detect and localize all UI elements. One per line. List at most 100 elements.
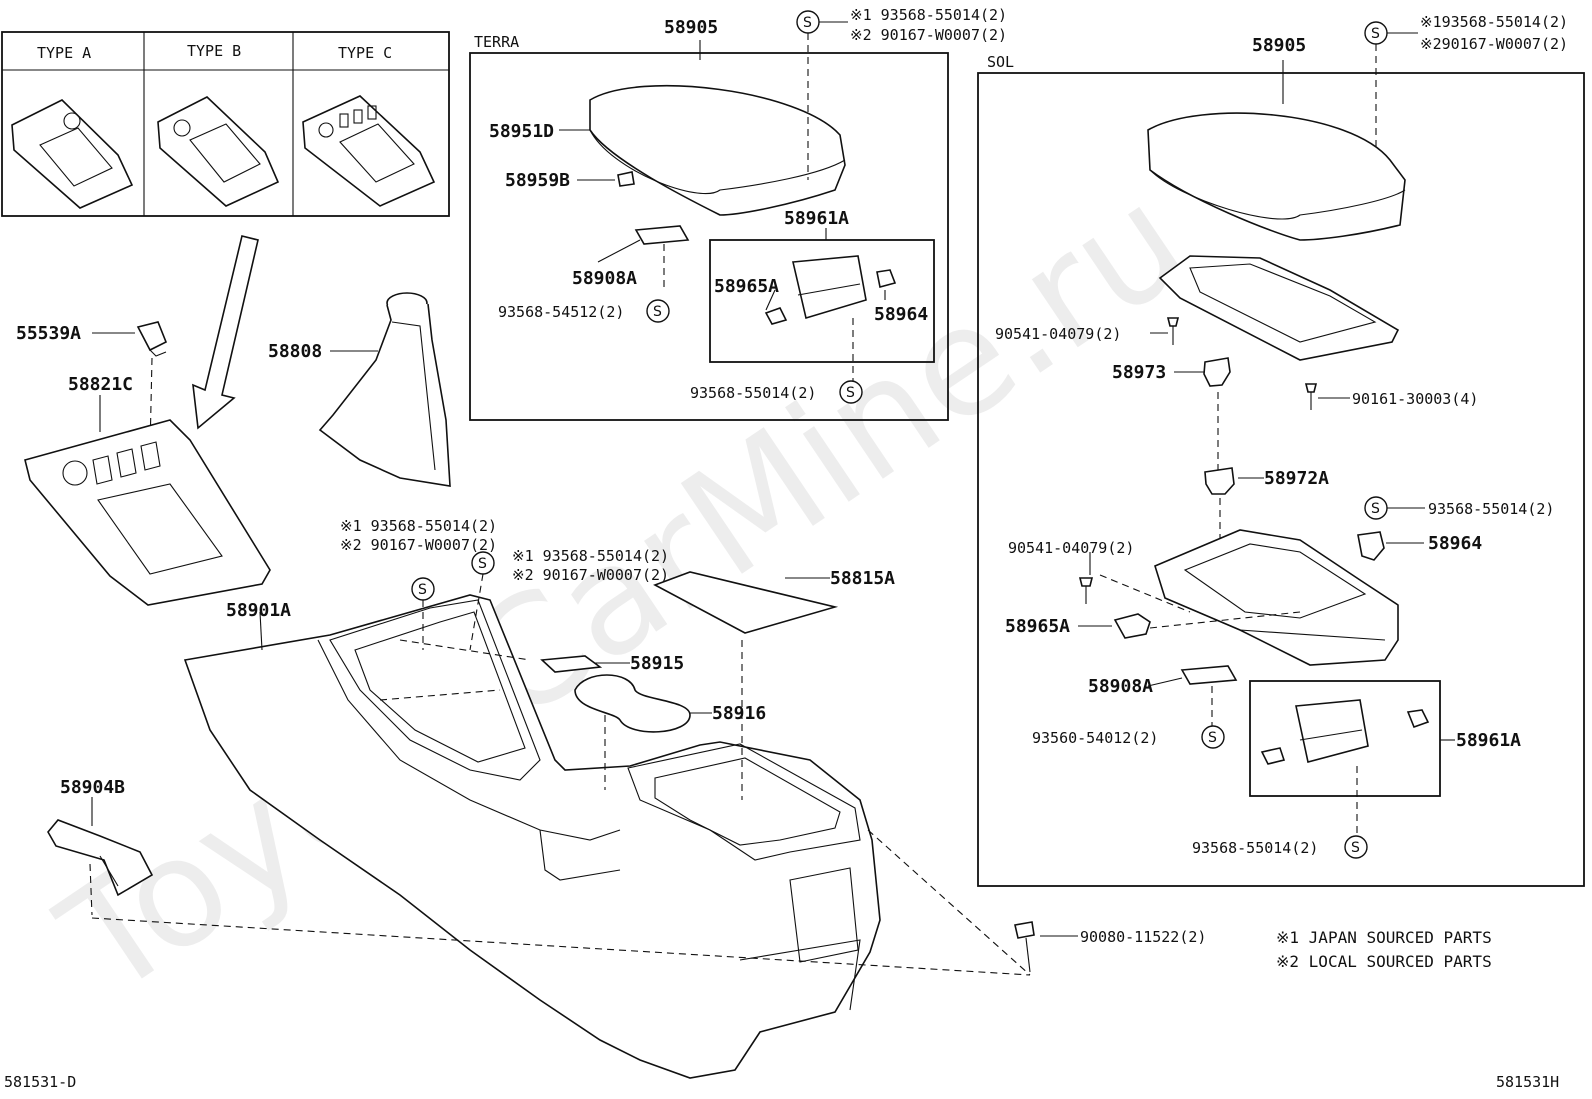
type-table: TYPE A TYPE B TYPE C: [1, 31, 450, 217]
sol-lid-inner-drawing: [1158, 255, 1400, 361]
label-58821C: 58821C: [68, 374, 133, 395]
sol-storage-box-drawing: [1154, 529, 1399, 666]
sol-armrest-lid-drawing: [1147, 112, 1406, 241]
type-b-label: TYPE B: [187, 42, 241, 60]
sol-label-93568-55014-a: 93568-55014(2): [1428, 500, 1554, 518]
sol-top-ref-1: ※193568-55014(2): [1420, 13, 1568, 31]
svg-text:S: S: [478, 556, 487, 572]
part-55539A-drawing: [136, 321, 168, 357]
svg-text:S: S: [1371, 501, 1380, 517]
sol-label-58961A: 58961A: [1456, 730, 1521, 751]
terra-section-box: [469, 52, 949, 421]
label-58815A: 58815A: [830, 568, 895, 589]
label-90080-11522: 90080-11522(2): [1080, 928, 1206, 946]
terra-lock-assembly-drawing: [764, 255, 897, 325]
sol-top-ref-2: ※290167-W0007(2): [1420, 35, 1568, 53]
direction-arrow: [192, 235, 259, 430]
svg-text:S: S: [653, 304, 662, 320]
svg-text:S: S: [1371, 26, 1380, 42]
label-58915: 58915: [630, 653, 684, 674]
label-58916: 58916: [712, 703, 766, 724]
diagram-code-left: 581531-D: [4, 1073, 76, 1091]
mid-ref-2b: ※2 90167-W0007(2): [512, 566, 669, 584]
svg-text:S: S: [418, 582, 427, 598]
svg-text:S: S: [1351, 840, 1360, 856]
sol-part-58964-drawing: [1357, 531, 1385, 561]
part-58815A-drawing: [653, 571, 839, 634]
svg-text:S: S: [1208, 730, 1217, 746]
mid-ref-1a: ※1 93568-55014(2): [340, 517, 497, 535]
terra-label-58961A: 58961A: [784, 208, 849, 229]
label-58901A: 58901A: [226, 600, 291, 621]
terra-label-58905: 58905: [664, 17, 718, 38]
terra-label-58965A: 58965A: [714, 276, 779, 297]
mid-s-symbol-b: S: [471, 551, 495, 575]
terra-label-93568-55014: 93568-55014(2): [690, 384, 816, 402]
sol-label-58973: 58973: [1112, 362, 1166, 383]
terra-label-58959B: 58959B: [505, 170, 570, 191]
type-a-panel-drawing: [11, 99, 134, 209]
terra-top-ref-1: ※1 93568-55014(2): [850, 6, 1007, 24]
part-58821C-drawing: [24, 419, 271, 606]
mid-s-symbol-a: S: [411, 577, 435, 601]
terra-part-58959B-drawing: [617, 171, 635, 187]
type-b-panel-drawing: [157, 96, 280, 207]
mid-ref-1b: ※1 93568-55014(2): [512, 547, 669, 565]
sol-part-58908A-drawing: [1180, 665, 1238, 685]
sol-58961A-sub-box: [1249, 680, 1441, 797]
terra-s-symbol-top: S: [796, 10, 820, 34]
sol-s-symbol-54012: S: [1201, 725, 1225, 749]
part-90080-bolt-drawing: [1014, 921, 1035, 973]
sol-screw-90541-b-drawing: [1078, 577, 1094, 604]
terra-s-symbol-55014: S: [839, 380, 863, 404]
sol-part-58965A-drawing: [1113, 613, 1151, 639]
sol-screw-90161-drawing: [1304, 383, 1318, 410]
sol-label-58908A: 58908A: [1088, 676, 1153, 697]
terra-label-58951D: 58951D: [489, 121, 554, 142]
sol-screw-90541-a-drawing: [1166, 317, 1180, 345]
label-58904B: 58904B: [60, 777, 125, 798]
part-58904B-drawing: [47, 819, 154, 897]
sol-part-58973-drawing: [1203, 357, 1231, 387]
sol-label-90161-30003: 90161-30003(4): [1352, 390, 1478, 408]
mid-ref-2a: ※2 90167-W0007(2): [340, 536, 497, 554]
sol-s-symbol-55014-b: S: [1344, 835, 1368, 859]
label-58808: 58808: [268, 341, 322, 362]
sol-label-58965A: 58965A: [1005, 616, 1070, 637]
terra-58961A-sub-box: [709, 239, 935, 363]
svg-text:S: S: [803, 15, 812, 31]
sol-s-symbol-top: S: [1364, 21, 1388, 45]
terra-top-ref-2: ※2 90167-W0007(2): [850, 26, 1007, 44]
note-japan-sourced: ※1 JAPAN SOURCED PARTS: [1276, 928, 1492, 947]
label-55539A: 55539A: [16, 323, 81, 344]
sol-label-93568-55014-b: 93568-55014(2): [1192, 839, 1318, 857]
diagram-code-right: 581531H: [1496, 1073, 1559, 1091]
sol-part-58972A-drawing: [1204, 467, 1235, 495]
part-58808-shift-boot-drawing: [318, 292, 451, 487]
terra-part-58908A-drawing: [634, 225, 690, 245]
sol-label-93560-54012: 93560-54012(2): [1032, 729, 1158, 747]
sol-section-label: SOL: [987, 53, 1014, 71]
sol-s-symbol-55014-a: S: [1364, 496, 1388, 520]
type-c-label: TYPE C: [338, 44, 392, 62]
type-a-label: TYPE A: [37, 44, 91, 62]
note-local-sourced: ※2 LOCAL SOURCED PARTS: [1276, 952, 1492, 971]
part-58901A-console-drawing: [183, 594, 881, 1079]
sol-label-58972A: 58972A: [1264, 468, 1329, 489]
sol-lock-assembly-drawing: [1260, 699, 1430, 765]
svg-text:S: S: [846, 385, 855, 401]
sol-label-90541-04079-a: 90541-04079(2): [995, 325, 1121, 343]
terra-label-58964: 58964: [874, 304, 928, 325]
terra-s-symbol-54512: S: [646, 299, 670, 323]
part-58915-drawing: [540, 655, 603, 673]
terra-label-93568-54512: 93568-54512(2): [498, 303, 624, 321]
sol-label-58905: 58905: [1252, 35, 1306, 56]
terra-armrest-lid-drawing: [589, 85, 846, 216]
type-c-panel-drawing: [302, 95, 436, 207]
terra-section-label: TERRA: [474, 33, 519, 51]
part-58916-drawing: [574, 674, 691, 733]
sol-section-box: [977, 72, 1585, 887]
sol-label-90541-04079-b: 90541-04079(2): [1008, 539, 1134, 557]
